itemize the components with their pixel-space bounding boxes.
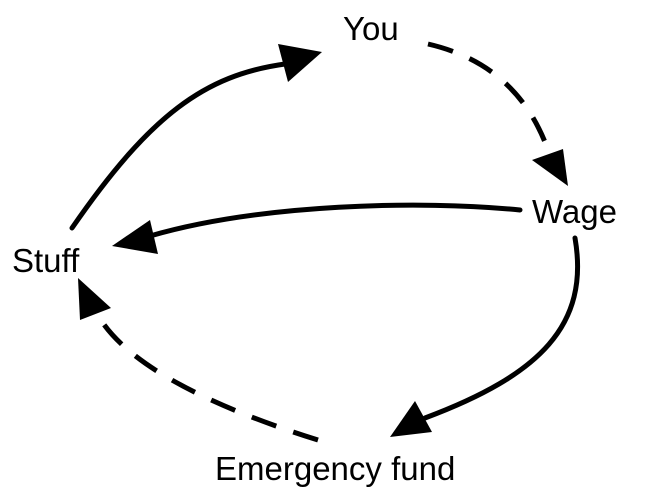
edge-you-to-wage-line <box>427 41 551 151</box>
edge-wage-to-stuff-line <box>147 202 523 239</box>
edge-emergency-fund-to-stuff <box>78 278 319 443</box>
edge-wage-to-stuff-arrowhead <box>112 220 158 254</box>
edge-wage-to-stuff <box>112 202 523 254</box>
node-label-emergency-fund: Emergency fund <box>215 450 456 487</box>
edge-you-to-wage <box>427 41 568 186</box>
node-label-you: You <box>343 10 399 47</box>
edge-emergency-fund-to-stuff-line <box>92 308 319 443</box>
edge-wage-to-emergency-fund <box>390 235 581 437</box>
node-label-wage: Wage <box>532 193 617 230</box>
edge-wage-to-emergency-fund-line <box>422 235 581 421</box>
edge-stuff-to-you-line <box>69 61 288 231</box>
edge-you-to-wage-arrowhead <box>532 149 568 186</box>
edge-emergency-fund-to-stuff-arrowhead <box>78 278 111 320</box>
edge-wage-to-emergency-fund-arrowhead <box>390 401 432 437</box>
node-label-stuff: Stuff <box>12 242 80 279</box>
edge-stuff-to-you-arrowhead <box>278 44 322 82</box>
edge-stuff-to-you <box>69 44 322 231</box>
